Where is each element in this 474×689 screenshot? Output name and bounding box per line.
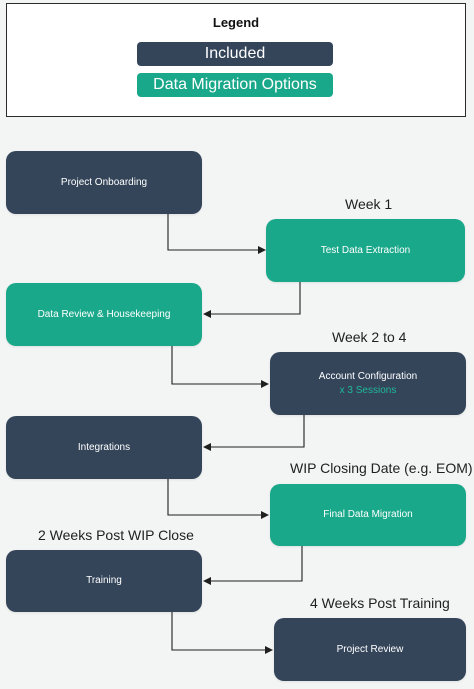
legend-box: Legend Included Data Migration Options [6,3,466,117]
step-training: Training [6,550,202,612]
milestone-2-weeks-post-wip: 2 Weeks Post WIP Close [38,527,194,543]
step-project-review: Project Review [274,618,466,681]
step-label: Account Configuration [318,370,418,382]
step-label: Final Data Migration [323,509,413,520]
step-label: Project Review [336,643,404,655]
connector-migration-to-training [203,546,303,585]
legend-included-chip: Included [137,42,333,66]
connector-configuration-to-integrations [203,414,305,451]
step-label: Integrations [77,441,131,453]
step-label: Data Review & Housekeeping [37,308,171,320]
step-project-onboarding: Project Onboarding [6,151,202,214]
connector-integrations-to-migration [167,479,269,519]
milestone-wip-closing-date: WIP Closing Date (e.g. EOM) [290,460,473,476]
connector-review-to-configuration [171,346,269,388]
step-label: Project Onboarding [60,176,148,188]
step-label: Test Data Extraction [320,244,411,256]
legend-title: Legend [212,15,260,30]
step-account-configuration: Account Configuration x 3 Sessions [270,352,466,415]
step-label: Training [86,575,122,586]
step-test-data-extraction: Test Data Extraction [266,219,465,282]
step-final-data-migration: Final Data Migration [270,484,466,546]
step-sublabel: x 3 Sessions [339,384,397,396]
milestone-week-2-to-4: Week 2 to 4 [332,329,407,345]
step-data-review-housekeeping: Data Review & Housekeeping [6,283,202,346]
milestone-week-1: Week 1 [345,196,393,212]
step-integrations: Integrations [6,416,202,479]
legend-migration-chip: Data Migration Options [137,73,333,97]
connector-training-to-review [171,612,273,654]
connector-onboarding-to-extraction [167,214,266,254]
milestone-4-weeks-post-training: 4 Weeks Post Training [310,595,450,611]
connector-extraction-to-review [203,282,301,318]
